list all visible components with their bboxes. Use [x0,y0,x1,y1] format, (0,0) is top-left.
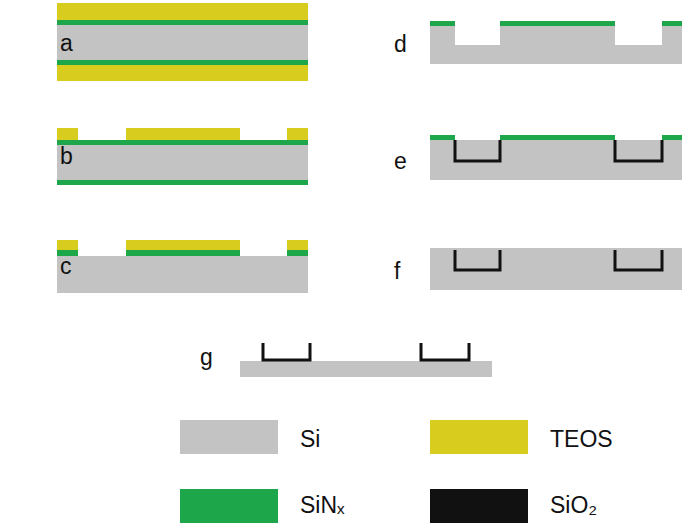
legend-text: Si [300,428,320,451]
legend-text: SiNₓ [300,494,345,517]
step-g [240,343,492,377]
legend-swatch [180,420,278,454]
legend-text: SiO₂ [550,494,597,517]
step-c [57,240,308,293]
step-e [430,135,682,180]
legend-swatch [430,420,528,454]
step-f [430,248,682,290]
step-letter: d [394,33,407,56]
step-letter: b [60,145,73,168]
step-d [430,21,682,64]
legend-swatch [430,489,528,523]
legend-swatch [180,489,278,523]
step-letter: e [394,150,407,173]
step-letter: f [394,260,400,283]
step-letter: c [60,255,72,278]
step-b [57,128,308,185]
step-letter: a [60,32,73,55]
legend-text: TEOS [550,428,613,451]
step-a [57,3,308,81]
step-letter: g [200,346,213,369]
